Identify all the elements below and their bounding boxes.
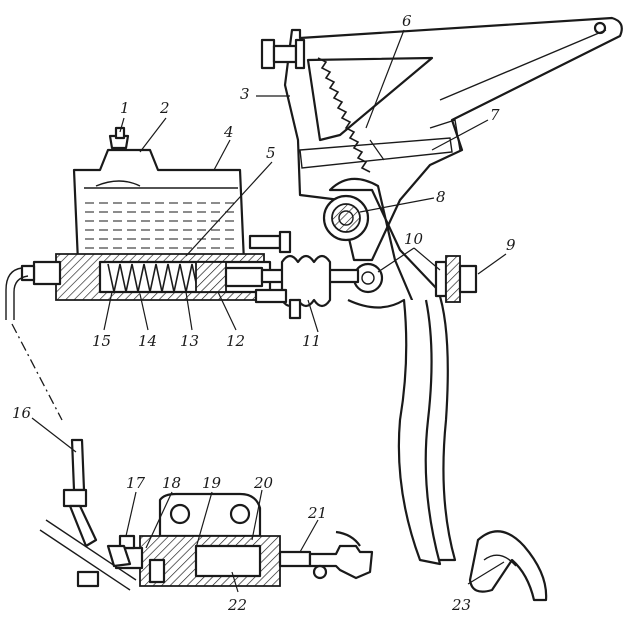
master-cylinder-reservoir — [72, 126, 246, 264]
return-spring — [317, 57, 385, 173]
callout-7: 7 — [490, 106, 500, 124]
pedal-pivot — [322, 194, 370, 242]
master-pushrod — [260, 254, 360, 320]
callout-4: 4 — [223, 123, 234, 141]
callout-9: 9 — [506, 236, 516, 254]
callouts: 1 2 3 4 5 6 7 8 9 10 11 12 13 14 15 16 1… — [12, 12, 516, 614]
callout-2: 2 — [159, 99, 170, 117]
callout-3: 3 — [240, 85, 250, 103]
master-cylinder-spring — [107, 263, 205, 293]
leader-lines — [31, 29, 507, 593]
callout-17: 17 — [126, 474, 146, 492]
callout-11: 11 — [302, 332, 321, 350]
callout-14: 14 — [138, 332, 157, 350]
cylinder-mount-bolts — [248, 230, 292, 304]
hydraulic-line — [5, 267, 86, 492]
callout-21: 21 — [307, 504, 327, 522]
callout-15: 15 — [92, 332, 111, 350]
callout-19: 19 — [202, 474, 222, 492]
callout-1: 1 — [120, 99, 130, 117]
callout-8: 8 — [436, 188, 446, 206]
callout-18: 18 — [162, 474, 181, 492]
callout-13: 13 — [180, 332, 199, 350]
callout-20: 20 — [253, 474, 274, 492]
bracket-bolt — [260, 38, 306, 70]
slave-cylinder-assembly — [39, 488, 374, 591]
callout-16: 16 — [12, 404, 32, 422]
callout-10: 10 — [404, 230, 424, 248]
callout-23: 23 — [451, 596, 471, 614]
callout-6: 6 — [402, 12, 412, 30]
callout-22: 22 — [227, 596, 247, 614]
callout-5: 5 — [266, 144, 276, 162]
master-cylinder-piston — [195, 261, 264, 293]
callout-12: 12 — [226, 332, 245, 350]
pedal-pad — [468, 530, 548, 602]
pin-detail — [434, 255, 478, 303]
clutch-pedal — [328, 177, 457, 566]
